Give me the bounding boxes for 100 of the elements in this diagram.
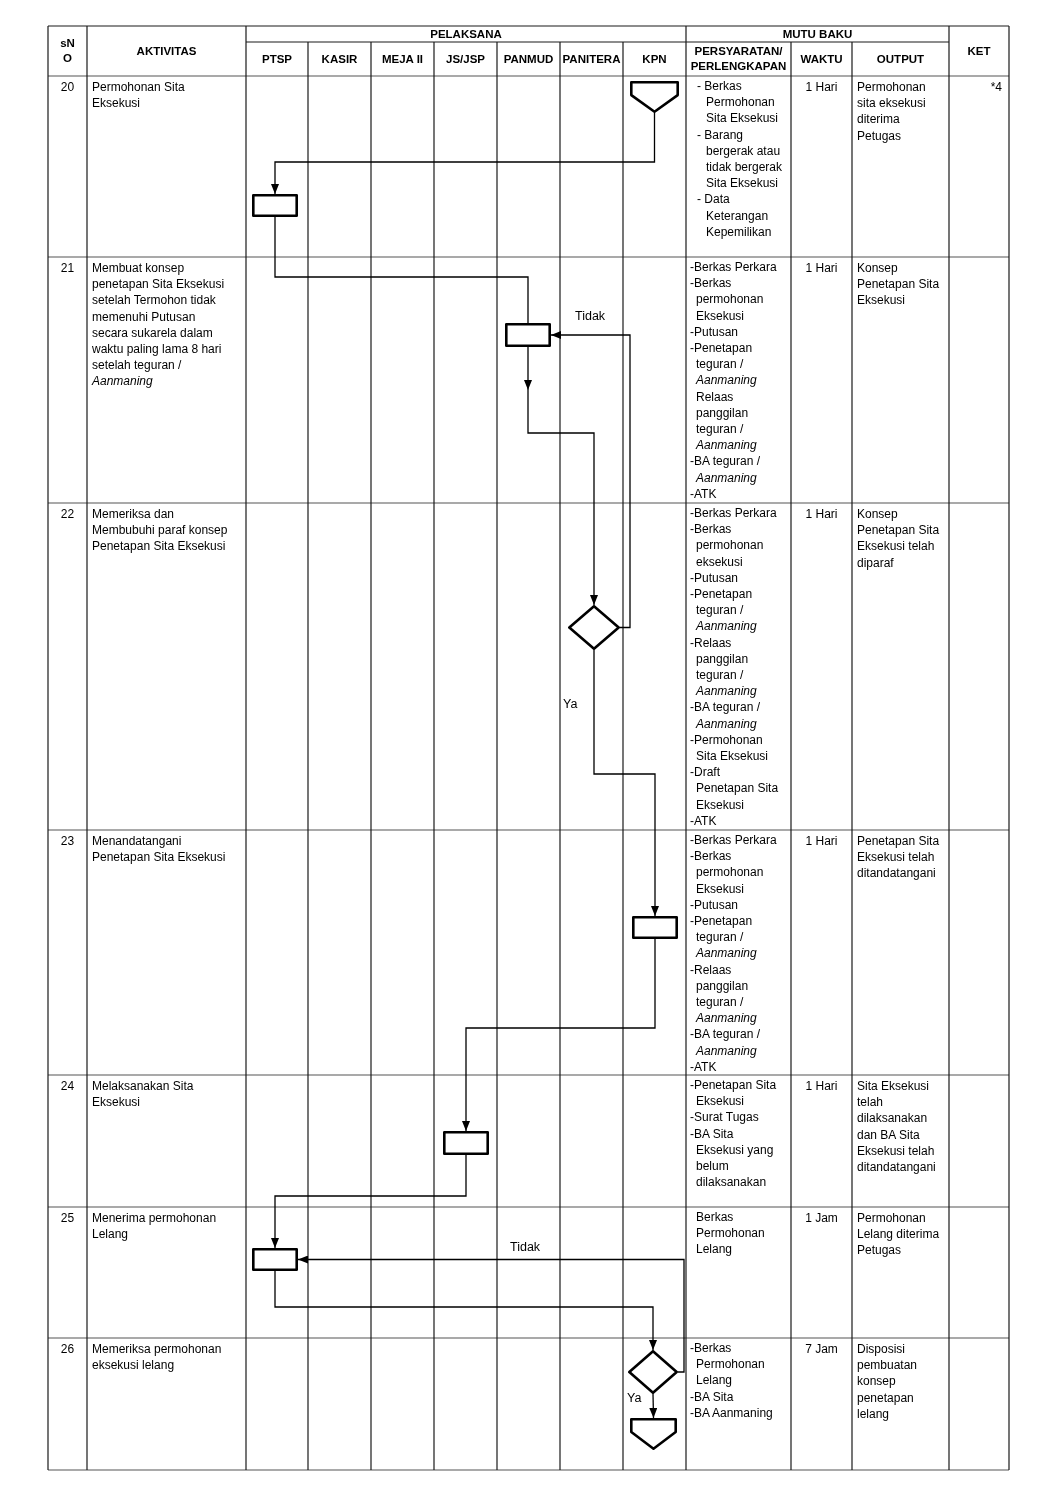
output-text: Penetapan Sita Eksekusi telah ditandatangani [857,833,941,882]
arrow [649,1393,658,1419]
connector-line [274,216,529,324]
requirement-item: -ATK [690,485,718,503]
requirement-item: -BA teguran / Aanmaning [690,699,762,732]
requirement-item: -Relaas panggilan teguran / Aanmaning [690,961,758,1027]
arrow [271,112,656,195]
output-text: Konsep Penetapan Sita Eksekusi [857,260,941,309]
requirement-item: -Putusan [690,323,740,340]
output-text: Disposisi pembuatan konsep penetapan lelang [857,1341,919,1422]
duration-text: 1 Jam [805,1210,838,1227]
requirement-item: -ATK [690,812,718,830]
arrow [297,1255,685,1373]
activity-text: Melaksanakan Sita Eksekusi [92,1078,195,1111]
column-header: sNO [59,36,76,66]
column-header: KPN [642,51,667,67]
requirement-item: -BA Sita [690,1388,734,1405]
arrow [462,938,656,1132]
process-box [632,916,678,939]
output-text: Permohonan Lelang diterima Petugas [857,1210,941,1259]
requirement-item: -Putusan [690,896,740,913]
requirement-item: -Putusan [690,569,740,586]
activity-text: Menerima permohonan Lelang [92,1210,218,1243]
arrow [550,331,631,629]
row-number: 23 [60,833,75,850]
edge-label: Ya [627,1391,642,1406]
decision-diamond [628,1350,678,1394]
requirement-item: Relaas panggilan teguran / Aanmaning [694,388,758,454]
column-header: PERSYARATAN/ PERLENGKAPAN [689,44,788,74]
requirement-item: -BA Sita Eksekusi yang belum dilaksanakan [690,1125,775,1191]
requirement-item: -Surat Tugas [690,1109,759,1126]
row-number: 20 [60,79,75,96]
activity-text: Menandatangani Penetapan Sita Eksekusi [92,833,227,866]
row-number: 24 [60,1078,75,1095]
requirement-item: -Permohonan Sita Eksekusi [690,731,770,765]
output-text: Konsep Penetapan Sita Eksekusi telah diparaf [857,506,941,571]
edge-label: Tidak [510,1240,541,1255]
requirement-item: -Penetapan Sita Eksekusi [690,1077,778,1110]
requirement-item: Berkas Permohonan Lelang [695,1209,766,1258]
requirement-item: -Berkas permohonan eksekusi [690,521,765,570]
requirement-item: - Barang bergerak atau tidak bergerak Sita Eksekusi [697,126,784,192]
requirement-item: -Draft Penetapan Sita Eksekusi [690,764,780,813]
requirement-item: - Berkas Permohonan Sita Eksekusi [697,78,780,127]
process-box [252,1248,298,1271]
edge-label: Tidak [575,309,606,324]
row-number: 26 [60,1341,75,1358]
duration-text: 1 Hari [805,833,838,850]
column-header: KET [967,43,991,59]
process-box [505,323,551,347]
duration-text: 7 Jam [805,1341,838,1358]
activity-text: Permohonan Sita Eksekusi [92,79,186,112]
process-box [252,194,298,217]
activity-text: Memeriksa dan Membubuhi paraf konsep Penetapan Sita Eksekusi [92,506,229,555]
requirement-item: - Data Keterangan Kepemilikan [697,191,773,241]
arrow [527,346,598,606]
requirement-item: -Berkas Perkara [690,832,777,849]
group-header: PELAKSANA [430,26,502,42]
off-page-connector [630,81,679,113]
duration-text: 1 Hari [805,506,838,523]
requirement-item: -Berkas Perkara [690,259,777,276]
column-header: WAKTU [800,51,843,67]
requirement-item: -Penetapan teguran / Aanmaning [690,586,758,635]
activity-text: Membuat konsep penetapan Sita Eksekusi setelah Termohon tidak memenuhi Putusan secara sukarela dalam waktu paling lama 8 hari setelah teguran / Aanmaning [92,260,226,390]
requirement-item: -BA teguran / Aanmaning [690,453,762,486]
column-header: OUTPUT [876,51,925,67]
decision-diamond [568,605,620,650]
arrow [593,649,659,917]
requirement-item: -Berkas Perkara [690,505,777,522]
requirement-item: -Berkas permohonan Eksekusi [690,275,765,324]
requirement-item: -Relaas panggilan teguran / Aanmaning [690,634,758,700]
row-number: 25 [60,1210,75,1227]
note-text: *4 [990,79,1002,96]
requirement-item: -Berkas permohonan Eksekusi [690,848,765,897]
activity-text: Memeriksa permohonan eksekusi lelang [92,1341,223,1374]
requirement-item: -BA teguran / Aanmaning [690,1026,762,1059]
requirement-item: -Penetapan teguran / Aanmaning [690,913,758,962]
group-header: MUTU BAKU [782,26,853,42]
process-box [443,1131,489,1155]
duration-text: 1 Hari [805,79,838,96]
requirement-item: -Penetapan teguran / Aanmaning [690,340,758,389]
column-header: PANITERA [562,51,621,67]
off-page-connector [630,1418,677,1450]
column-header: JS/JSP [446,51,485,67]
duration-text: 1 Hari [805,260,838,277]
requirement-item: -BA Aanmaning [690,1404,773,1421]
column-header: PANMUD [503,51,554,67]
column-header: MEJA II [381,51,424,67]
requirement-item: -Berkas Permohonan Lelang [690,1340,766,1389]
row-number: 22 [60,506,75,523]
column-header: PTSP [261,51,292,67]
arrow [274,1270,657,1351]
duration-text: 1 Hari [805,1078,838,1095]
column-header: AKTIVITAS [136,43,197,59]
output-text: Sita Eksekusi telah dilaksanakan dan BA Sita Eksekusi telah ditandatangani [857,1078,937,1176]
arrow [271,1154,467,1249]
output-text: Permohonan sita eksekusi diterima Petugas [857,79,927,144]
column-header: KASIR [321,51,358,67]
requirement-item: -ATK [690,1058,718,1076]
edge-label: Ya [563,697,578,712]
row-number: 21 [60,260,75,277]
